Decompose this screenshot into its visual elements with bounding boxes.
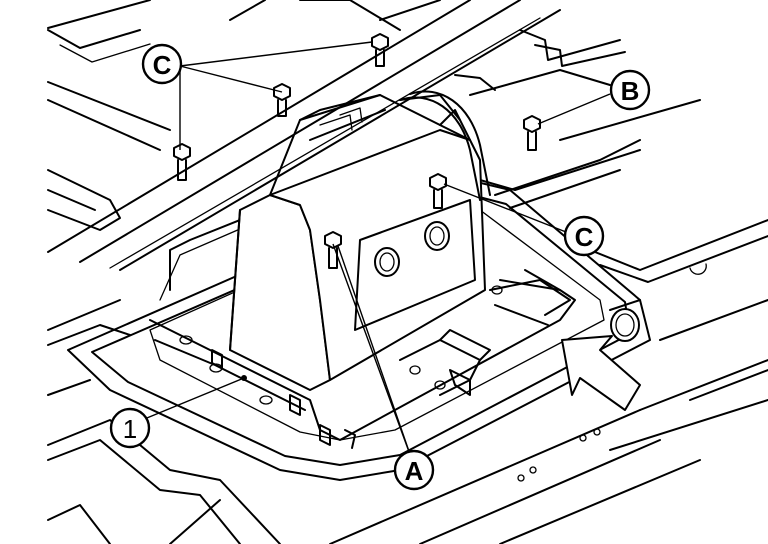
upper-left-panel <box>47 0 171 231</box>
callout-b-label: B <box>621 76 640 106</box>
callout-part-1: 1 <box>109 407 151 449</box>
bolt-b <box>523 115 541 151</box>
locating-pins <box>211 349 356 449</box>
bolt-a <box>324 231 342 269</box>
upper-rail <box>47 0 561 271</box>
view-direction-arrow <box>561 335 641 411</box>
lower-floor-panels <box>47 299 701 544</box>
callout-a-label: A <box>405 456 424 486</box>
callout-a: A <box>393 449 435 491</box>
callout-c-top: C <box>141 43 183 85</box>
harness-cable <box>399 74 496 201</box>
callout-b: B <box>609 69 651 111</box>
bolt-c-right <box>429 173 447 209</box>
right-panel <box>469 29 768 451</box>
bolt-c-top <box>371 33 389 67</box>
callout-c-right-label: C <box>575 222 594 252</box>
bolt-c-left <box>173 143 191 181</box>
callout-c-top-label: C <box>153 50 172 80</box>
leader-lines <box>141 41 611 461</box>
callout-part-1-label: 1 <box>123 414 137 444</box>
bolt-c-middle <box>273 83 291 117</box>
grommet <box>609 299 641 342</box>
module-housing <box>229 94 486 391</box>
callout-c-right: C <box>563 215 605 257</box>
